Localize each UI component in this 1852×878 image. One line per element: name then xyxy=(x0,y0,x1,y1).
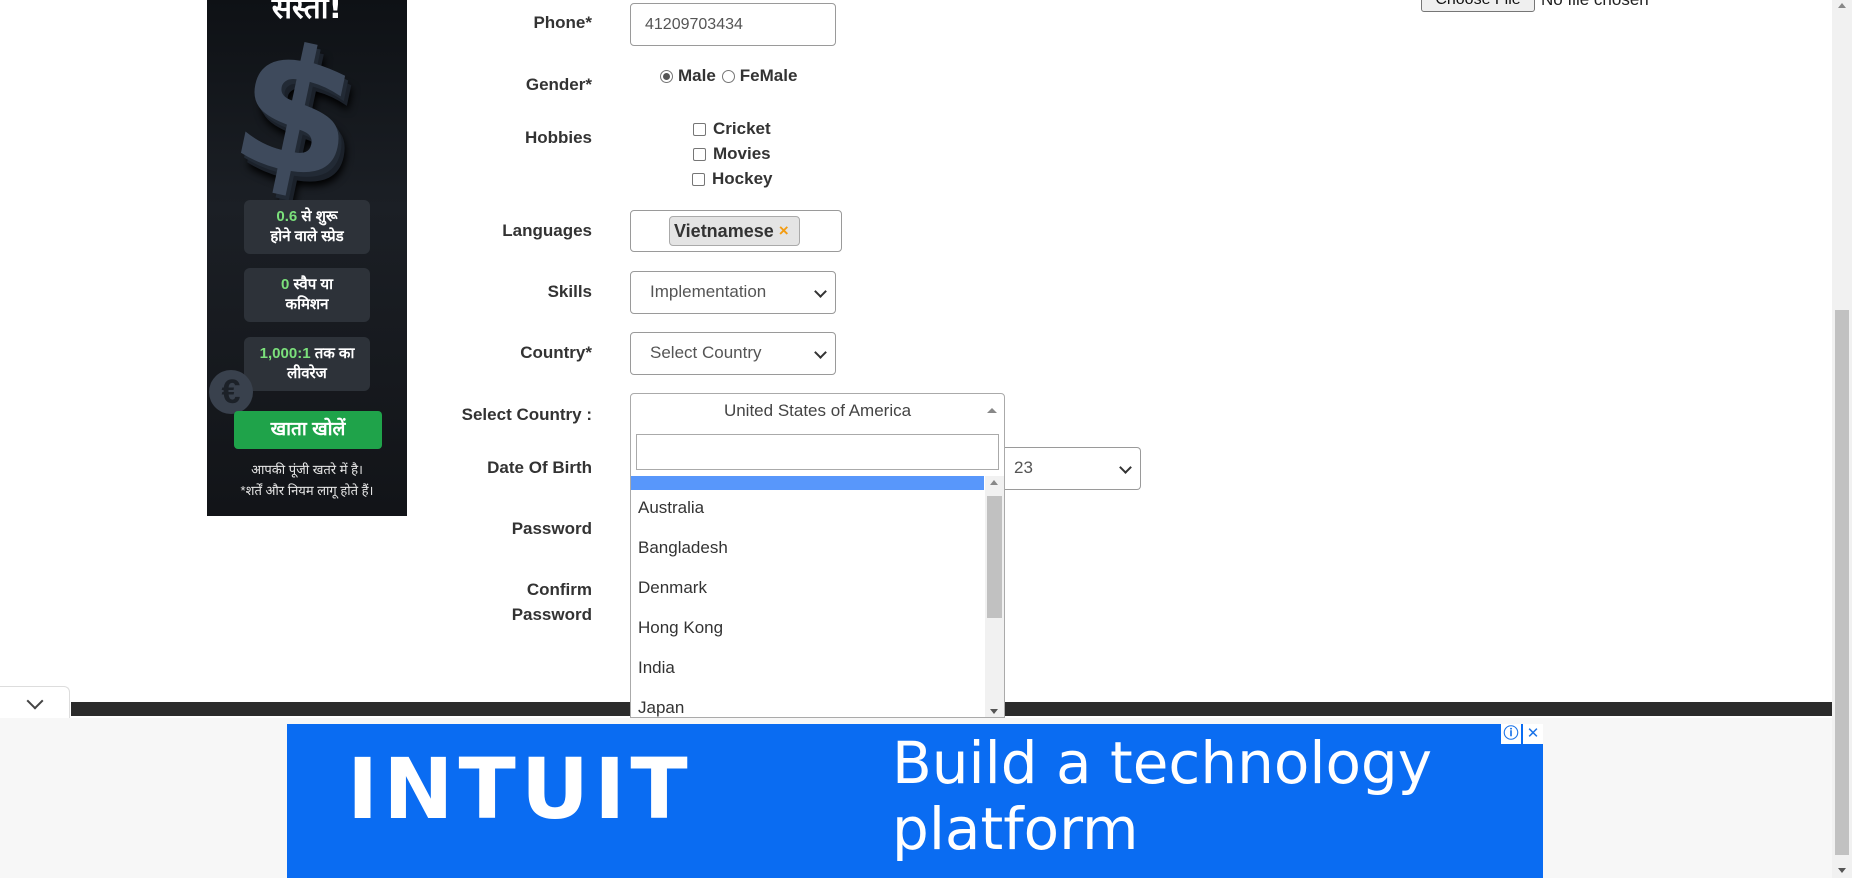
country-option[interactable]: Denmark xyxy=(638,578,707,597)
dob-day-value: 23 xyxy=(1014,458,1033,477)
female-radio[interactable] xyxy=(721,69,735,83)
ad-pill-text: होने वाले स्प्रेड xyxy=(270,228,344,245)
ad-pill-text: कमिशन xyxy=(285,296,329,313)
ad-open-account-button[interactable]: खाता खोलें xyxy=(234,411,382,449)
page-scrollbar-thumb[interactable] xyxy=(1835,310,1849,855)
languages-multiselect[interactable]: Vietnamese × xyxy=(630,210,842,252)
country-option[interactable]: Japan xyxy=(638,698,685,717)
ad-disclaimer: आपकी पूंजी खतरे में है। xyxy=(251,462,363,477)
hockey-checkbox[interactable] xyxy=(692,172,705,186)
skills-select[interactable]: Implementation xyxy=(630,271,836,314)
left-ad-banner[interactable]: सस्ता! $ 0.6 से शुरू होने वाले स्प्रेड 0… xyxy=(207,0,407,516)
dollar-icon: $ xyxy=(217,3,375,223)
ad-close-icon[interactable]: ✕ xyxy=(1523,724,1543,744)
language-tag: Vietnamese × xyxy=(669,216,800,246)
movies-label: Movies xyxy=(713,144,771,163)
country-option[interactable]: Hong Kong xyxy=(638,618,724,637)
cricket-label: Cricket xyxy=(713,119,771,138)
chevron-down-icon xyxy=(1119,461,1132,474)
ad-disclaimer: *शर्तें और नियम लागू होते हैं। xyxy=(240,483,374,498)
country-label: Country* xyxy=(520,343,592,362)
caret-up-icon xyxy=(987,408,997,413)
chevron-down-icon xyxy=(26,692,44,710)
female-label: FeMale xyxy=(739,66,798,85)
ad-pill-text: तक का xyxy=(310,345,355,362)
scroll-down-icon[interactable] xyxy=(1838,868,1846,873)
remove-tag-icon[interactable]: × xyxy=(778,221,789,240)
gender-label: Gender* xyxy=(525,75,592,94)
ad-pill-highlight: 0.6 xyxy=(276,208,298,225)
skills-label: Skills xyxy=(547,282,592,301)
select-country-value: United States of America xyxy=(723,401,912,420)
hobby-cricket[interactable]: Cricket xyxy=(693,119,771,139)
file-status: No file chosen xyxy=(1541,0,1649,10)
password-label: Password xyxy=(511,519,592,538)
hobbies-label: Hobbies xyxy=(524,128,592,147)
hockey-label: Hockey xyxy=(712,169,773,188)
ad-pill-spreads: 0.6 से शुरू होने वाले स्प्रेड xyxy=(244,200,370,254)
intuit-logo: INTUIT xyxy=(347,740,693,838)
ad-info-icon[interactable]: ⓘ xyxy=(1501,724,1521,744)
highlighted-option[interactable] xyxy=(631,476,984,490)
dropdown-scrollbar-thumb[interactable] xyxy=(987,496,1002,618)
choose-file-button[interactable]: Choose File xyxy=(1421,0,1535,12)
ad-pill-leverage: 1,000:1 तक का लीवरेज xyxy=(244,337,370,391)
scroll-down-icon[interactable] xyxy=(990,709,998,714)
gender-male-option[interactable]: Male FeMale xyxy=(660,66,797,86)
phone-label: Phone* xyxy=(533,13,592,32)
scroll-up-icon[interactable] xyxy=(990,480,998,485)
intuit-ad-banner[interactable]: INTUIT Build a technology platform ⓘ ✕ xyxy=(287,724,1543,878)
country-option[interactable]: India xyxy=(638,658,675,677)
cricket-checkbox[interactable] xyxy=(693,122,706,136)
dob-label: Date Of Birth xyxy=(487,458,592,477)
hobby-movies[interactable]: Movies xyxy=(693,144,771,164)
select-country-label: Select Country : xyxy=(461,405,592,424)
male-radio[interactable] xyxy=(660,69,673,83)
ad-tagline: Build a technology platform xyxy=(892,729,1433,863)
ad-pill-text: से शुरू xyxy=(297,208,338,225)
chevron-down-icon xyxy=(814,346,827,359)
language-tag-label: Vietnamese xyxy=(674,220,774,241)
ad-title: सस्ता! xyxy=(271,0,343,26)
ad-pill-text: स्वैप या xyxy=(289,276,333,293)
confirm-password-label: Confirm xyxy=(526,580,592,599)
male-label: Male xyxy=(678,66,716,85)
euro-coin-icon: € xyxy=(209,370,253,414)
country-select[interactable]: Select Country xyxy=(630,332,836,375)
movies-checkbox[interactable] xyxy=(693,147,706,161)
country-option[interactable]: Australia xyxy=(638,498,705,517)
skills-selected-value: Implementation xyxy=(650,282,767,301)
languages-label: Languages xyxy=(502,221,592,240)
country-option[interactable]: Bangladesh xyxy=(638,538,728,557)
chevron-down-icon xyxy=(814,285,827,298)
collapse-ad-button[interactable] xyxy=(0,686,70,718)
confirm-password-label-2: Password xyxy=(511,605,592,624)
ad-pill-text: लीवरेज xyxy=(287,365,327,382)
ad-pill-highlight: 0 xyxy=(281,276,290,293)
country-selected-value: Select Country xyxy=(650,343,762,362)
select-country-dropdown: Australia Bangladesh Denmark Hong Kong I… xyxy=(630,427,1005,718)
ad-pill-highlight: 1,000:1 xyxy=(259,345,311,362)
scroll-up-icon[interactable] xyxy=(1838,3,1846,8)
dob-day-select[interactable]: 23 xyxy=(1004,447,1141,490)
ad-pill-swap: 0 स्वैप या कमिशन xyxy=(244,268,370,322)
select-country-combobox[interactable]: United States of America xyxy=(630,393,1005,428)
country-search-input[interactable] xyxy=(636,434,999,470)
hobby-hockey[interactable]: Hockey xyxy=(692,169,772,189)
phone-input[interactable]: 41209703434 xyxy=(630,3,836,46)
